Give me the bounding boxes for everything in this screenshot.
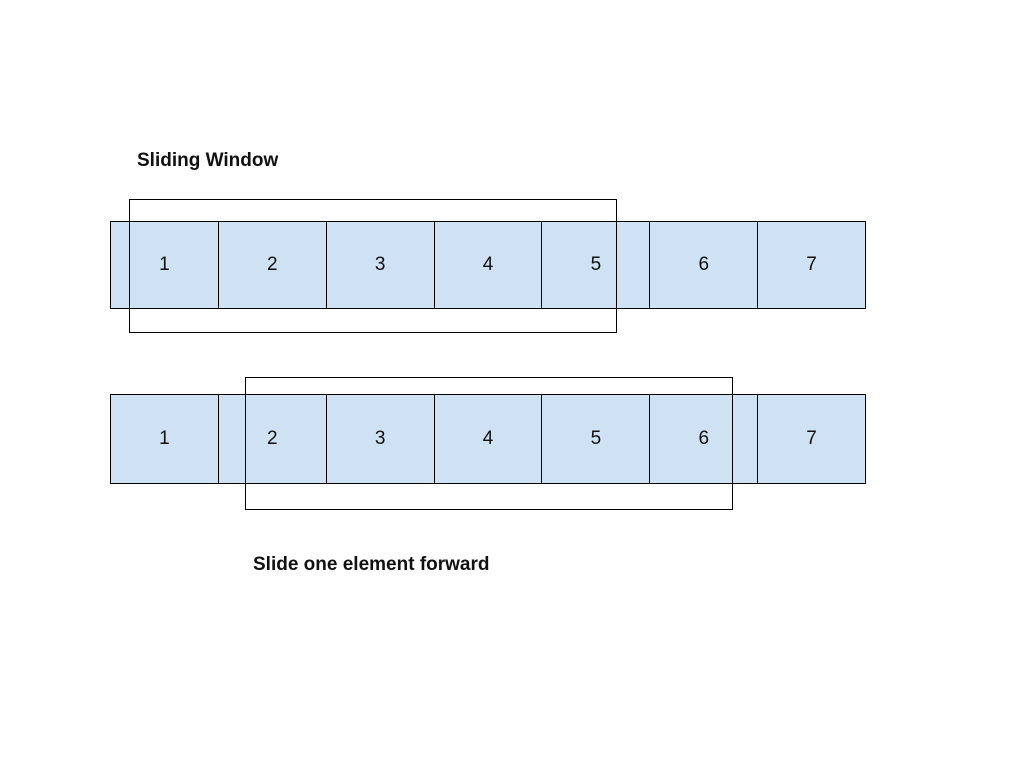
array-cell: 7 bbox=[806, 254, 817, 275]
array-cell: 3 bbox=[327, 395, 435, 483]
array-cell: 4 bbox=[435, 395, 543, 483]
array-cell: 5 bbox=[542, 222, 651, 308]
array-cell: 6 bbox=[650, 222, 759, 308]
array-cell: 5 bbox=[542, 395, 651, 483]
array-cell: 2 bbox=[219, 222, 327, 308]
array-cell: 3 bbox=[327, 222, 435, 308]
array-row-shifted: 1 2 3 4 5 6 7 bbox=[110, 394, 866, 484]
array-cell: 6 bbox=[650, 395, 759, 483]
caption: Slide one element forward bbox=[253, 554, 490, 575]
diagram-title: Sliding Window bbox=[137, 150, 279, 171]
array-cell: 1 bbox=[111, 395, 219, 483]
array-row-initial: 1 2 3 4 5 6 7 bbox=[110, 221, 866, 309]
array-cell: 2 bbox=[219, 395, 327, 483]
array-cell: 4 bbox=[435, 222, 543, 308]
array-cell: 7 bbox=[806, 428, 817, 449]
array-cell: 1 bbox=[111, 222, 219, 308]
